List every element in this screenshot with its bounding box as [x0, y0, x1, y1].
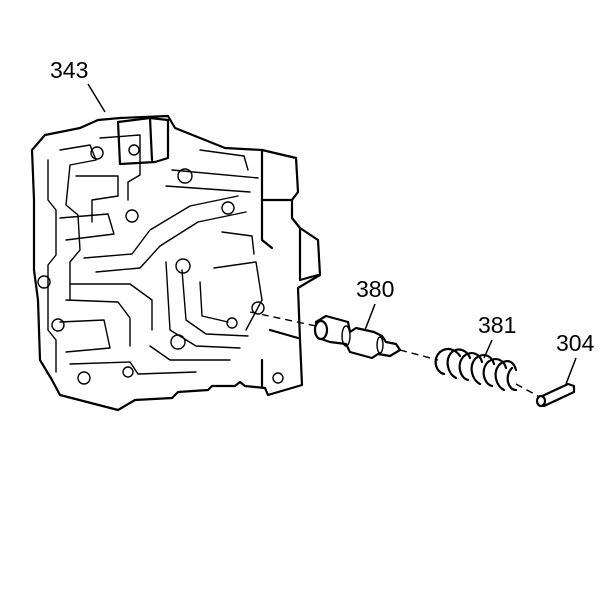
- valve: [313, 314, 402, 360]
- pin: [535, 382, 576, 408]
- callout-380: 380: [356, 276, 394, 331]
- callout-label-381: 381: [478, 312, 516, 338]
- callout-343: 343: [50, 57, 106, 113]
- valve-body: [30, 114, 322, 412]
- callout-304: 304: [556, 330, 595, 385]
- callout-label-343: 343: [50, 57, 88, 83]
- callout-label-380: 380: [356, 276, 394, 302]
- callout-381: 381: [478, 312, 516, 359]
- spring: [434, 347, 518, 392]
- assembly-centerline: [249, 311, 539, 397]
- callout-label-304: 304: [556, 330, 595, 356]
- leader-line-304: [565, 357, 577, 385]
- leader-line-381: [483, 339, 493, 359]
- leader-line-343: [87, 83, 106, 113]
- leader-line-380: [364, 303, 376, 331]
